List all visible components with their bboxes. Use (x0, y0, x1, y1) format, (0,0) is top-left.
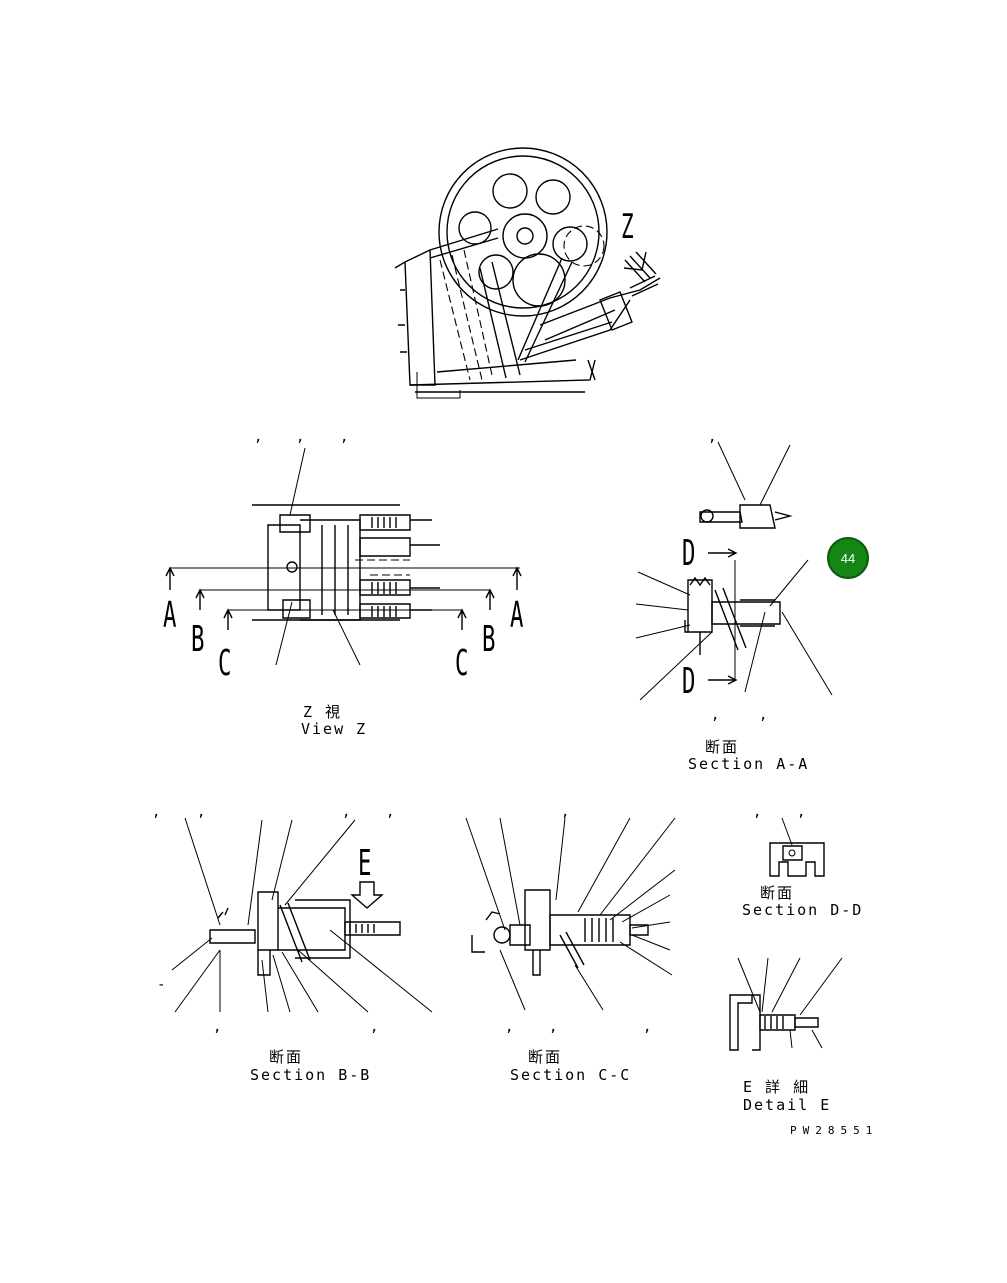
section-aa-caption-jp: 断面 (705, 738, 740, 756)
callout-separator: , (753, 804, 762, 820)
view-z-caption: View Z (301, 720, 368, 738)
overall-view (395, 148, 660, 398)
section-bb-drawing (172, 818, 432, 1012)
section-dd-drawing (770, 818, 824, 876)
detail-marker-e: E (358, 843, 372, 884)
callout-separator: , (296, 429, 305, 445)
callout-separator: , (797, 804, 806, 820)
section-cc-drawing (466, 818, 675, 1010)
page-badge[interactable]: 44 (827, 537, 869, 579)
section-bb-caption-jp: 断面 (269, 1048, 304, 1066)
drawing-code: PW28551 (790, 1124, 879, 1137)
callout-separator: , (711, 707, 720, 723)
section-marker-b-left: B (191, 619, 205, 660)
view-z-caption-jp: Z 視 (303, 703, 343, 721)
callout-separator: , (759, 707, 768, 723)
callout-separator: , (505, 1019, 514, 1035)
callout-separator: , (561, 804, 570, 820)
view-z-drawing (166, 448, 521, 665)
callout-separator: , (213, 1019, 222, 1035)
section-dd-caption: Section D-D (742, 901, 864, 919)
section-marker-d-top: D (682, 533, 696, 574)
view-z-arrow-label: Z (621, 207, 634, 247)
section-dd-caption-jp: 断面 (760, 884, 795, 902)
callout-separator: , (197, 804, 206, 820)
section-bb-caption: Section B-B (250, 1066, 372, 1084)
section-marker-c-right: C (455, 643, 469, 684)
callout-separator: , (152, 804, 161, 820)
callout-separator: , (370, 1019, 379, 1035)
detail-e-drawing (730, 958, 842, 1050)
callout-separator: , (549, 1019, 558, 1035)
callout-dash: - (157, 977, 166, 993)
section-marker-a-right: A (510, 595, 524, 636)
callout-separator: , (643, 1019, 652, 1035)
section-marker-b-right: B (482, 619, 496, 660)
callout-separator: , (342, 804, 351, 820)
callout-separator: , (708, 429, 717, 445)
section-cc-caption-jp: 断面 (528, 1048, 563, 1066)
section-marker-a-left: A (163, 595, 177, 636)
section-aa-caption: Section A-A (688, 755, 810, 773)
section-marker-c-left: C (218, 643, 232, 684)
callout-separator: , (254, 429, 263, 445)
detail-e-caption-jp: E 詳 細 (743, 1078, 811, 1096)
section-cc-caption: Section C-C (510, 1066, 632, 1084)
section-aa-drawing (636, 442, 832, 700)
callout-separator: , (340, 429, 349, 445)
callout-separator: , (386, 804, 395, 820)
detail-e-caption: Detail E (743, 1096, 832, 1114)
section-marker-d-bottom: D (682, 661, 696, 702)
